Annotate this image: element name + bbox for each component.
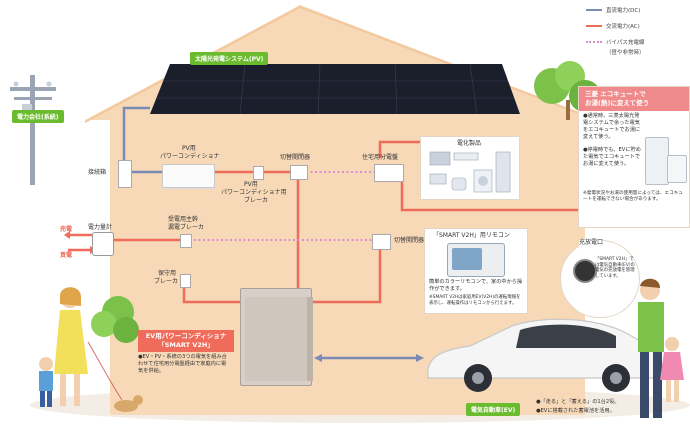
- fridge-icon: [495, 151, 511, 193]
- tree-left: [91, 296, 139, 343]
- charge-port-note: 「SMART V2H」では電気自動車(EV)の電気の充放電を管理しています。: [595, 257, 635, 279]
- legend-bypass-swatch: [586, 41, 602, 43]
- pv-system-label: 太陽光発電システム(PV): [190, 52, 269, 65]
- remote-desc: 簡単のカラーリモコンで、家の中から操作ができます。: [429, 279, 523, 292]
- legend-dc-swatch: [586, 9, 602, 11]
- v2h-title-line2: 「SMART V2H」: [158, 341, 214, 349]
- arrow-left-head: [314, 354, 322, 362]
- dog-head: [133, 395, 143, 405]
- appliances-label: 電化製品: [457, 140, 482, 147]
- pv-breaker-label-3: ブレーカ: [244, 197, 269, 204]
- v2h-unit: [240, 288, 313, 386]
- v2h-title-line1: EV用パワーコンディショナ: [145, 332, 227, 340]
- main-breaker-label-2: 漏電ブレーカ: [168, 224, 205, 231]
- ev-bullet-1: ●「走る」と「蓄える」の1台2役。: [536, 399, 620, 405]
- appliance-icons: [429, 151, 511, 193]
- ev-label: 電気自動車(EV): [466, 403, 521, 416]
- legend: 直流電力(DC) 交流電力(AC) バイパス充電線 （昼や非常時）: [586, 4, 688, 56]
- arrow-right-head: [416, 354, 424, 362]
- pv-conditioner-label-1: PV用: [182, 145, 196, 152]
- v2h-bullet-1: ●EV・PV・系統の3つの電気を組み合わせて住宅用分電盤経由で家庭内に電気を供給…: [138, 354, 227, 374]
- aircon-icon: [453, 152, 479, 161]
- microwave-icon: [429, 173, 447, 185]
- house-board-box: [374, 164, 404, 182]
- backup-breaker-label-1: 保守用: [158, 270, 177, 277]
- ac-line-switch2-to-v2h: [310, 248, 382, 304]
- legend-dc: 直流電力(DC): [586, 4, 688, 16]
- family-left-illustration: [39, 287, 143, 412]
- legend-ac: 交流電力(AC): [586, 20, 688, 32]
- mother-hair: [60, 287, 82, 306]
- sell-arrow-head: [64, 231, 70, 239]
- ecocute-title-line1: 三菱 エコキュートで: [585, 90, 646, 98]
- remote-device-icon: [447, 243, 505, 277]
- ecocute-title-line2: お湯(熱)に変えて使う: [585, 99, 650, 107]
- legend-bypass: バイパス充電線: [586, 36, 688, 48]
- charge-port-title: 充放電口: [579, 239, 604, 247]
- legend-ac-text: 交流電力(AC): [606, 24, 640, 30]
- daughter-body: [660, 352, 684, 380]
- v2h-unit-face: [245, 297, 313, 381]
- power-meter-icon: [92, 232, 114, 256]
- ecocute-note: ※発電状況やお湯の使用量によっては、エコキュートを運転できない場合があります。: [583, 191, 683, 202]
- remote-card: 「SMART V2H」用リモコン 簡単のカラーリモコンで、家の中から操作ができま…: [424, 228, 528, 314]
- switch2-box: [372, 234, 391, 250]
- solar-panel-array: [150, 63, 520, 115]
- ev-car: [427, 318, 658, 392]
- ac-line-v2h-to-backup: [182, 286, 240, 304]
- ac-line-board-to-ecocute: [400, 172, 585, 212]
- pv-breaker-box: [253, 166, 264, 180]
- charge-port-card: 充放電口 「SMART V2H」では電気自動車(EV)の電気の充放電を管理してい…: [560, 239, 640, 318]
- switch2-label: 切替開閉器: [394, 237, 425, 244]
- pv-conditioner-unit: [162, 164, 215, 188]
- junction-box-label: 接続箱: [88, 169, 107, 176]
- rice-cooker-icon: [451, 177, 467, 191]
- ecocute-bullet-2: ●停電時でも、EVに貯めた電気でエコキュートでお湯に変えて使う。: [583, 147, 641, 167]
- switch1-label: 切替開閉器: [280, 154, 311, 161]
- legend-ac-swatch: [586, 25, 602, 27]
- ac-line-board-to-appliances: [378, 140, 420, 158]
- dog-body: [114, 400, 138, 412]
- dog-leash: [87, 341, 123, 401]
- ecocute-card: 三菱 エコキュートで お湯(熱)に変えて使う ●通常時、三菱太陽光発電システムで…: [578, 86, 690, 228]
- child-head: [39, 357, 53, 371]
- pv-breaker-label-1: PV用: [244, 181, 258, 188]
- legend-bypass-note: （昼や非常時）: [606, 50, 645, 56]
- father-body: [638, 302, 664, 352]
- legend-dc-text: 直流電力(DC): [606, 8, 641, 14]
- main-breaker-label-1: 受電用主幹: [168, 216, 199, 223]
- ecocute-tank-icon: [645, 137, 669, 185]
- ecocute-title: 三菱 エコキュートで お湯(熱)に変えて使う: [579, 87, 689, 111]
- switch1-box: [290, 165, 308, 180]
- remote-screen-icon: [452, 248, 482, 270]
- pv-conditioner-label-2: パワーコンディショナ: [160, 153, 220, 160]
- power-meter-label: 電力量計: [88, 224, 113, 231]
- family-right-illustration: [638, 278, 684, 418]
- tv-icon: [429, 151, 451, 166]
- remote-title: 「SMART V2H」用リモコン: [433, 232, 510, 239]
- sell-label: 売電: [60, 226, 73, 233]
- utility-company-label: 電力会社(系統): [12, 110, 64, 123]
- backup-breaker-label-2: ブレーカ: [154, 278, 179, 285]
- pv-breaker-label-2: パワーコンディショナ用: [221, 189, 287, 196]
- ecocute-bullet-1: ●通常時、三菱太陽光発電システムで余った電気をエコキュートでお湯に変えて使う。: [583, 113, 641, 140]
- main-breaker-box: [180, 234, 192, 248]
- ecocute-heatpump-icon: [667, 155, 687, 183]
- mother-body: [54, 310, 88, 374]
- daughter-head: [665, 337, 679, 351]
- v2h-card: EV用パワーコンディショナ 「SMART V2H」 ●EV・PV・系統の3つの電…: [138, 330, 234, 376]
- remote-note: ※SMART V2Hは家庭用EV(V2H)の運転情報を表示し、運転操作はリモコン…: [429, 295, 521, 306]
- backup-breaker-box: [180, 274, 191, 288]
- v2h-title: EV用パワーコンディショナ 「SMART V2H」: [138, 330, 234, 352]
- ev-bullet-2: ●EVに搭載された蓄電池を活用。: [536, 408, 615, 414]
- dc-line-pv-to-junction: [122, 106, 150, 162]
- junction-box: [118, 160, 132, 188]
- child-body: [39, 371, 53, 391]
- legend-bypass-text: バイパス充電線: [606, 40, 645, 46]
- house-board-label: 住宅用分電盤: [362, 154, 399, 161]
- buy-label: 買電: [60, 252, 73, 259]
- charge-plug-icon: [573, 259, 597, 283]
- appliances-card: 電化製品: [420, 136, 520, 200]
